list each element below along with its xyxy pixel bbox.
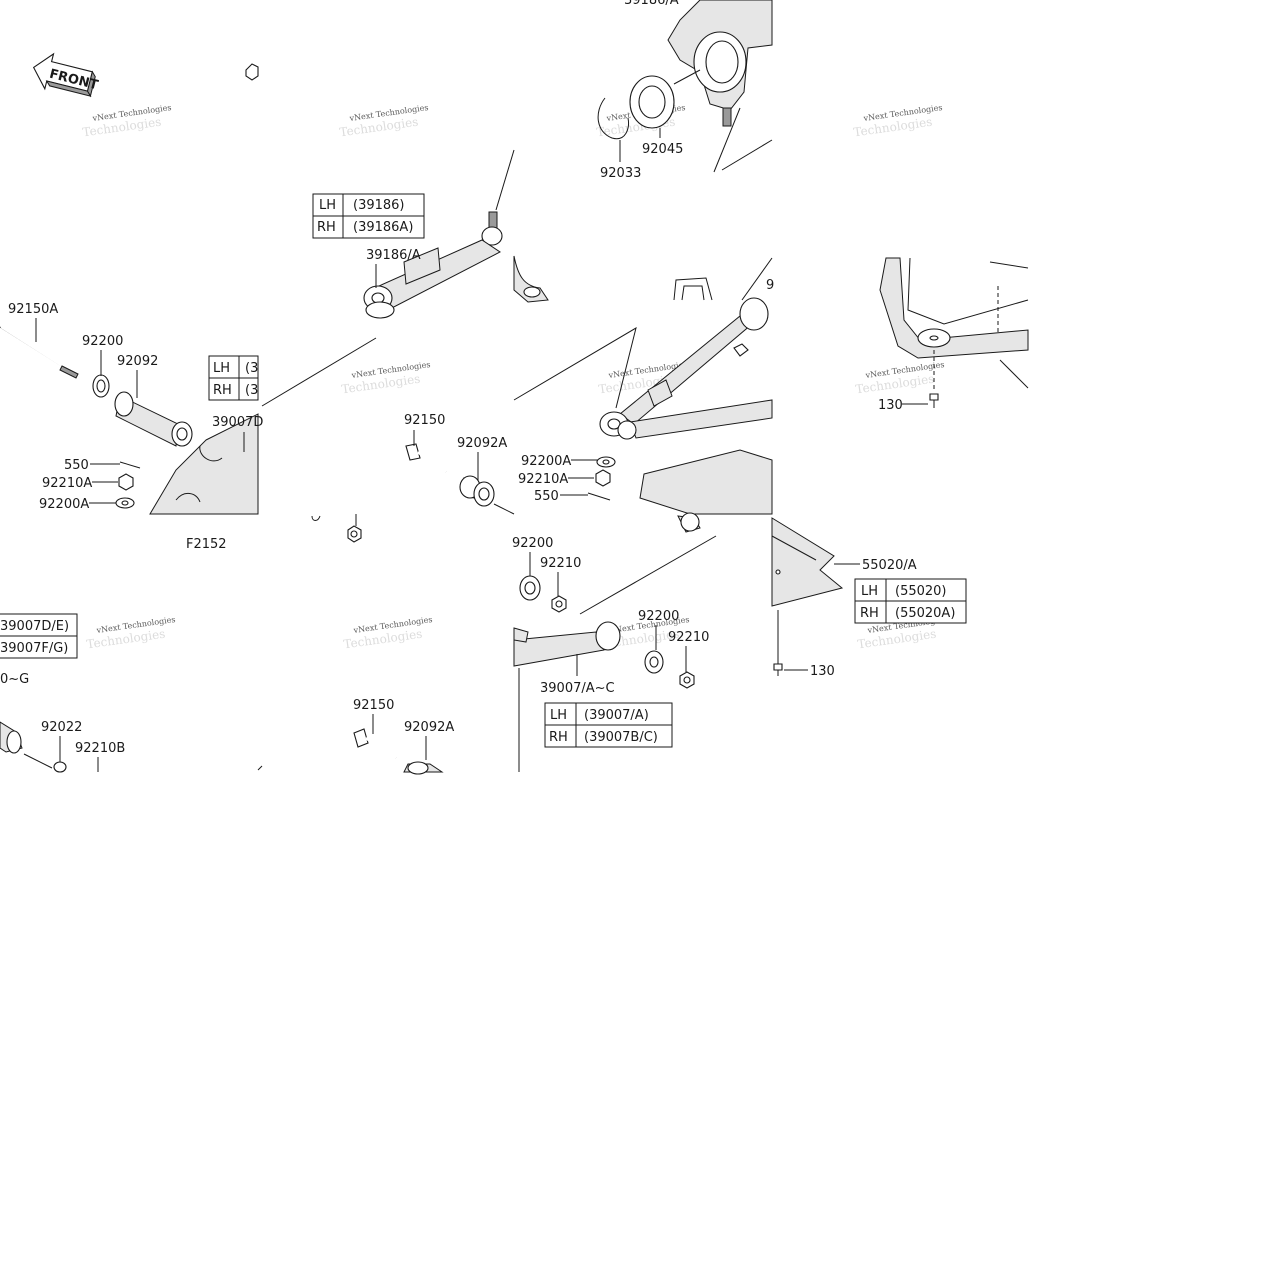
callout-92092a-a: 92092A — [457, 436, 507, 451]
callout-92022: 92022 — [41, 720, 82, 735]
callout-92150-b: 92150 — [353, 698, 394, 713]
table-rh-label: RH — [860, 606, 879, 621]
table-lh-value: (39186) — [353, 198, 405, 213]
upper-arm-part — [261, 149, 549, 407]
callout-92210a-a: 92210A — [42, 476, 92, 491]
table-partial: LH (3 RH (3 — [208, 355, 259, 401]
callout-92200a-a: 92200A — [39, 497, 89, 512]
table-39007d: 39007D/E) 39007F/G) — [0, 613, 78, 659]
table-rh-value: (39007B/C) — [584, 730, 658, 745]
front-arrow-icon: FRONT — [32, 52, 100, 98]
long-bolt-part — [0, 326, 79, 379]
callout-0-g: 0~G — [0, 672, 29, 687]
table-rh-value: (39186A) — [353, 220, 413, 235]
table-rh-label: RH — [317, 220, 336, 235]
callout-9: 9 — [766, 278, 774, 293]
callout-130-b: 130 — [810, 664, 835, 679]
table-55020: LH (55020) RH (55020A) — [854, 578, 967, 624]
castle-nut-part — [595, 469, 611, 487]
bushing-part — [459, 475, 495, 507]
callout-92045: 92045 — [642, 142, 683, 157]
table-lh-value: (3 — [245, 361, 258, 376]
cotter-pin-part — [119, 461, 141, 469]
watermark: Technologies vNext Technologies — [339, 103, 429, 139]
callout-92210-a: 92210 — [540, 556, 581, 571]
table-lh-label: LH — [861, 584, 878, 599]
guard-plate-part — [771, 517, 844, 676]
circlip-part — [597, 97, 629, 140]
callout-55020-a: 55020/A — [862, 558, 917, 573]
bolt-part — [405, 443, 447, 474]
table-39186: LH (39186) RH (39186A) — [312, 193, 425, 239]
table-lh-value: (55020) — [895, 584, 947, 599]
castle-nut-part — [118, 473, 134, 491]
table-rh-value: (3 — [245, 383, 258, 398]
bearing-part — [629, 69, 701, 129]
knuckle-assembly — [667, 0, 773, 173]
watermark: Technologies vNext Technologies — [853, 103, 943, 139]
lower-arm-detail — [513, 512, 717, 772]
callout-92210b: 92210B — [75, 741, 125, 756]
watermark: Technologies vNext Technologies — [855, 360, 945, 396]
callout-92150-a: 92150 — [404, 413, 445, 428]
callout-550-a: 550 — [64, 458, 89, 473]
arm-part — [149, 413, 259, 515]
callout-92033: 92033 — [600, 166, 641, 181]
callout-92200-b: 92200 — [512, 536, 553, 551]
callout-130-a: 130 — [878, 398, 903, 413]
bolt-part — [353, 728, 397, 760]
callout-92210-b: 92210 — [668, 630, 709, 645]
watermark: Technologies vNext Technologies — [341, 360, 431, 396]
callout-92210a-b: 92210A — [518, 472, 568, 487]
callout-39186-a: 39186/A — [366, 248, 421, 263]
skid-plate-part — [879, 257, 1029, 408]
callout-92150a: 92150A — [8, 302, 58, 317]
table-lh-value: (39007/A) — [584, 708, 649, 723]
nut-part — [245, 63, 259, 81]
callout-39007d: 39007D — [212, 415, 263, 430]
watermark: Technologies vNext Technologies — [82, 103, 172, 139]
callout-92200-a: 92200 — [82, 334, 123, 349]
washer-part — [53, 761, 67, 773]
callout-550-b: 550 — [534, 489, 559, 504]
callout-39186-a-top: 39186/A — [624, 0, 679, 8]
lower-arm-part — [513, 257, 773, 515]
watermark: Technologies vNext Technologies — [86, 615, 176, 651]
callout-92092a-b: 92092A — [404, 720, 454, 735]
callout-92092: 92092 — [117, 354, 158, 369]
table-rh-label: RH — [213, 383, 232, 398]
table-lh-label: LH — [550, 708, 567, 723]
bushing-part — [114, 391, 193, 447]
table-rh-value: (55020A) — [895, 606, 955, 621]
table-lh-label: LH — [213, 361, 230, 376]
table-rh-value: 39007F/G) — [0, 641, 68, 656]
callout-39007-a-c: 39007/A~C — [540, 681, 615, 696]
cotter-pin-part — [587, 492, 611, 501]
table-rh-label: RH — [549, 730, 568, 745]
diagram-code: F2152 — [186, 537, 227, 552]
stud — [722, 107, 732, 127]
table-lh-label: LH — [319, 198, 336, 213]
watermark: Technologies vNext Technologies — [343, 615, 433, 651]
callout-92200a-b: 92200A — [521, 454, 571, 469]
table-lh-value: 39007D/E) — [0, 619, 69, 634]
table-39007: LH (39007/A) RH (39007B/C) — [544, 702, 673, 748]
callout-92200-c: 92200 — [638, 609, 679, 624]
